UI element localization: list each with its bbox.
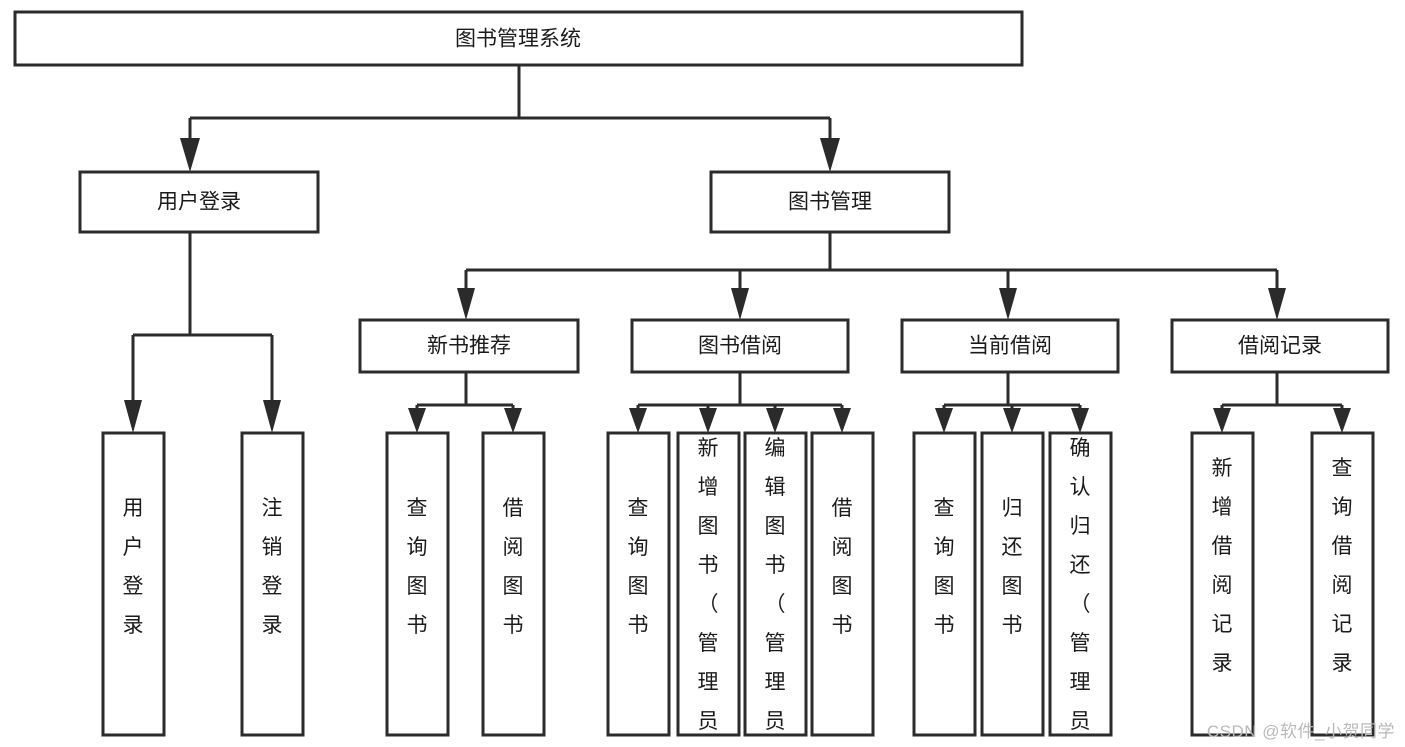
- leaf-logout-box[interactable]: [240, 431, 305, 737]
- arrow-to-book-borrow: [731, 288, 749, 320]
- node-root-label: 图书管理系统: [455, 28, 581, 51]
- node-new-book-recommend-box[interactable]: [358, 318, 580, 374]
- leaf-return-book-box[interactable]: [980, 431, 1045, 737]
- leaf-query-book-recommend-box[interactable]: [385, 431, 450, 737]
- node-root[interactable]: 图书管理系统: [13, 10, 1024, 67]
- leaf-query-book-recommend-label: 查询图书: [407, 497, 428, 637]
- node-current-borrow-box[interactable]: [900, 318, 1120, 374]
- arrow-to-new-book: [457, 288, 475, 320]
- leaf-confirm-return-box[interactable]: [1048, 431, 1113, 737]
- leaf-query-borrow-record-box[interactable]: [1310, 431, 1375, 737]
- leaf-add-book-label: 新增图书（管理员）: [698, 437, 719, 747]
- node-user-login-label: 用户登录: [157, 191, 241, 214]
- arrow-leaf-query-book-a: [408, 408, 426, 433]
- arrow-leaf-query-book-c: [935, 408, 953, 433]
- arrow-to-book-manage: [820, 138, 840, 172]
- arrow-leaf-user-login: [124, 400, 142, 433]
- leaf-borrow-book-recommend[interactable]: 借阅图书: [481, 431, 546, 737]
- node-new-book-recommend[interactable]: 新书推荐: [358, 318, 580, 374]
- connector-layer: [124, 65, 1351, 433]
- leaf-borrow-book-borrow-label: 借阅图书: [832, 497, 853, 637]
- node-book-borrow-label: 图书借阅: [698, 335, 782, 358]
- leaf-query-book-borrow[interactable]: 查询图书: [606, 431, 671, 737]
- arrow-leaf-confirm-return: [1071, 408, 1089, 433]
- arrow-leaf-add-book: [699, 408, 717, 433]
- leaf-query-book-current[interactable]: 查询图书: [912, 431, 977, 737]
- leaf-borrow-book-recommend-label: 借阅图书: [503, 497, 524, 637]
- node-borrow-record-box[interactable]: [1170, 318, 1390, 374]
- leaf-query-book-borrow-box[interactable]: [606, 431, 671, 737]
- leaf-edit-book-label: 编辑图书（管理员）: [765, 437, 786, 747]
- leaf-add-book-box[interactable]: [676, 431, 741, 737]
- leaf-query-book-current-label: 查询图书: [934, 497, 955, 637]
- node-borrow-record-label: 借阅记录: [1238, 335, 1322, 358]
- leaf-add-borrow-record-label: 新增借阅记录: [1212, 457, 1233, 675]
- leaf-borrow-book-borrow[interactable]: 借阅图书: [810, 431, 875, 737]
- leaf-user-login-label: 用户登录: [123, 497, 144, 637]
- arrow-leaf-borrow-book-b: [833, 408, 851, 433]
- node-current-borrow-label: 当前借阅: [968, 335, 1052, 358]
- leaf-query-borrow-record-label: 查询借阅记录: [1332, 457, 1353, 675]
- arrow-leaf-return-book: [1003, 408, 1021, 433]
- leaf-add-book[interactable]: 新增图书（管理员）: [676, 431, 741, 747]
- leaf-logout[interactable]: 注销登录: [240, 431, 305, 737]
- node-book-manage[interactable]: 图书管理: [709, 170, 951, 234]
- leaf-query-borrow-record[interactable]: 查询借阅记录: [1310, 431, 1375, 737]
- node-book-borrow-box[interactable]: [630, 318, 850, 374]
- leaf-query-book-current-box[interactable]: [912, 431, 977, 737]
- leaf-query-book-borrow-label: 查询图书: [628, 497, 649, 637]
- arrow-to-current-borrow: [999, 288, 1017, 320]
- arrow-to-user-login: [180, 138, 200, 172]
- arrow-leaf-query-book-b: [629, 408, 647, 433]
- node-user-login-box[interactable]: [78, 170, 320, 234]
- arrow-leaf-query-record: [1333, 408, 1351, 433]
- leaf-user-login-box[interactable]: [101, 431, 166, 737]
- node-book-borrow[interactable]: 图书借阅: [630, 318, 850, 374]
- leaf-borrow-book-recommend-box[interactable]: [481, 431, 546, 737]
- node-book-manage-label: 图书管理: [788, 191, 872, 214]
- node-root-box[interactable]: [13, 10, 1024, 67]
- leaf-query-book-recommend[interactable]: 查询图书: [385, 431, 450, 737]
- node-current-borrow[interactable]: 当前借阅: [900, 318, 1120, 374]
- leaf-logout-label: 注销登录: [262, 497, 283, 637]
- leaf-confirm-return-label: 确认归还（管理员）: [1070, 437, 1091, 747]
- node-book-manage-box[interactable]: [709, 170, 951, 234]
- leaf-confirm-return[interactable]: 确认归还（管理员）: [1048, 431, 1113, 747]
- leaf-edit-book[interactable]: 编辑图书（管理员）: [743, 431, 808, 747]
- leaf-user-login[interactable]: 用户登录: [101, 431, 166, 737]
- node-new-book-recommend-label: 新书推荐: [427, 335, 511, 358]
- leaf-add-borrow-record[interactable]: 新增借阅记录: [1190, 431, 1255, 737]
- leaf-return-book[interactable]: 归还图书: [980, 431, 1045, 737]
- arrow-leaf-add-record: [1213, 408, 1231, 433]
- node-user-login[interactable]: 用户登录: [78, 170, 320, 234]
- arrow-leaf-logout: [263, 400, 281, 433]
- leaf-return-book-label: 归还图书: [1002, 497, 1023, 637]
- node-borrow-record[interactable]: 借阅记录: [1170, 318, 1390, 374]
- leaf-add-borrow-record-box[interactable]: [1190, 431, 1255, 737]
- arrow-to-borrow-record: [1268, 288, 1286, 320]
- arrow-leaf-edit-book: [766, 408, 784, 433]
- arrow-leaf-borrow-book-a: [504, 408, 522, 433]
- leaf-borrow-book-borrow-box[interactable]: [810, 431, 875, 737]
- leaf-edit-book-box[interactable]: [743, 431, 808, 737]
